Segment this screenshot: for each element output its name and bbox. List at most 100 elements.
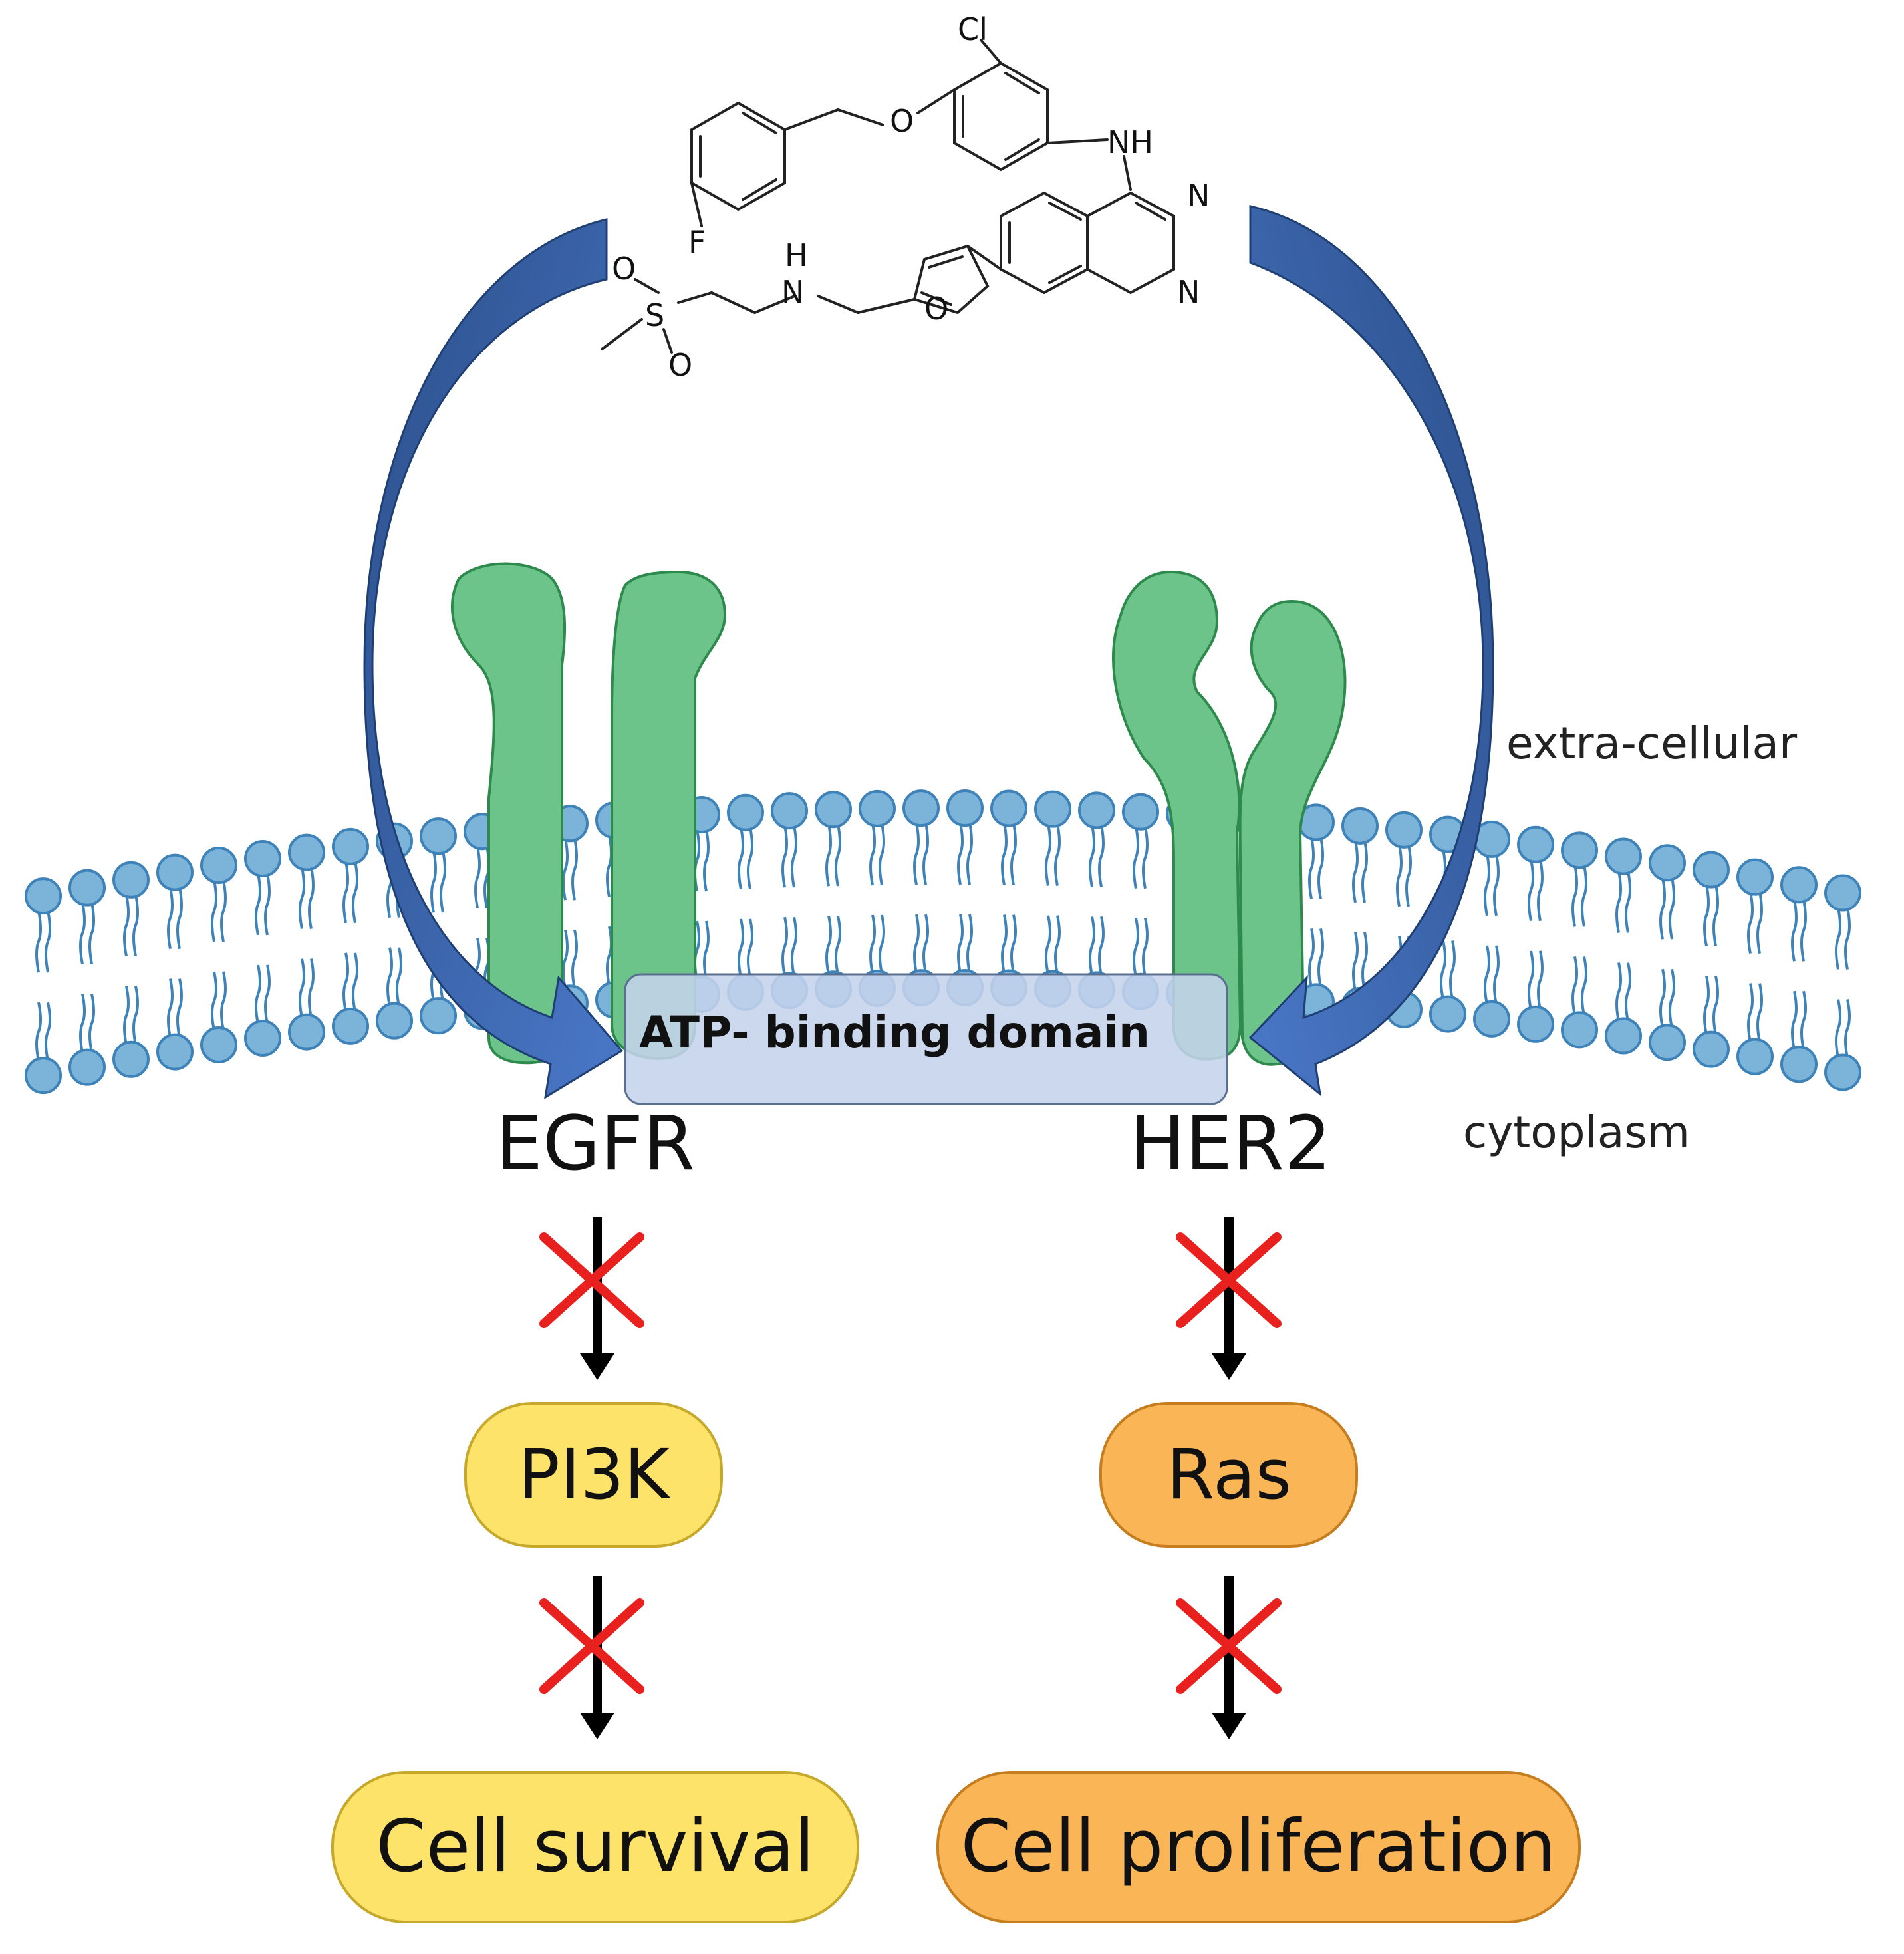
lipid-tail <box>1089 825 1095 887</box>
lipid-tail <box>79 902 86 965</box>
lipid-head <box>288 1013 325 1051</box>
lipid-tail <box>1001 823 1008 885</box>
extracellular-label: extra-cellular <box>1506 718 1798 769</box>
lipid-tail <box>1054 915 1061 975</box>
atp-binding-domain-box <box>624 973 1228 1105</box>
atom-o-furan: O <box>924 291 948 327</box>
lipid-tail <box>352 861 358 924</box>
lipid-tail <box>264 873 271 936</box>
lipid-head <box>1517 1005 1554 1043</box>
lipid-tail <box>1528 859 1534 922</box>
atom-nh: NH <box>1107 124 1153 160</box>
lipid-tail <box>255 964 261 1024</box>
chlorophenyl-ring <box>953 61 1049 172</box>
lipid-tail <box>703 829 710 892</box>
atom-o-sulfonyl-top: O <box>612 251 636 287</box>
lipid-head <box>1034 790 1071 828</box>
lipid-head <box>815 791 852 829</box>
lipid-tail <box>1045 915 1051 975</box>
lipid-tail <box>1001 914 1008 974</box>
pyrimidine-ring <box>1086 191 1175 295</box>
lipid-tail <box>1098 916 1105 976</box>
lipid-tail <box>167 887 174 949</box>
atom-n-amine: N <box>781 274 804 310</box>
her2-left-chain <box>1111 570 1242 1061</box>
lipid-tail <box>825 823 832 887</box>
lipid-tail <box>308 958 315 1018</box>
her2-inhibition-x <box>1176 1232 1282 1328</box>
lipid-tail <box>211 879 217 942</box>
lipid-tail <box>1537 859 1544 922</box>
lipid-tail <box>1317 836 1324 899</box>
cell-proliferation-label: Cell proliferation <box>961 1805 1556 1888</box>
lipid-head <box>946 789 984 827</box>
lipid-tail <box>869 914 876 974</box>
lipid-tail <box>1615 962 1622 1022</box>
lipid-tail <box>1142 918 1149 978</box>
pi3k-label: PI3K <box>518 1434 672 1515</box>
lipid-tail <box>1835 999 1841 1058</box>
lipid-head <box>1429 995 1466 1033</box>
lipid-tail <box>869 823 876 886</box>
lipid-tail <box>1405 844 1412 907</box>
lipid-head <box>1693 1030 1730 1068</box>
lipid-tail <box>1625 871 1631 933</box>
lipid-tail <box>1791 990 1798 1050</box>
lipid-tail <box>1844 999 1851 1058</box>
lipid-tail <box>835 915 841 975</box>
lipid-tail <box>299 958 305 1018</box>
lipid-head <box>420 997 457 1035</box>
lipid-head <box>1605 837 1642 875</box>
lipid-tail <box>966 822 973 885</box>
lipid-tail <box>747 827 753 890</box>
lipid-tail <box>1712 976 1719 1036</box>
lipid-head <box>200 846 237 884</box>
lipid-tail <box>1625 962 1631 1022</box>
right-curved-arrow <box>1248 205 1494 1097</box>
egfr-to-pi3k-arrow <box>580 1217 614 1380</box>
lipid-tail <box>1669 968 1675 1028</box>
lipid-tail <box>1361 840 1368 903</box>
lipid-head <box>156 1033 194 1071</box>
lipid-tail <box>1537 950 1544 1010</box>
lipid-head <box>1649 1024 1686 1061</box>
lipid-tail <box>1045 823 1051 887</box>
lipid-head <box>332 1007 369 1045</box>
lipid-head <box>156 853 194 891</box>
lipid-head <box>68 869 106 907</box>
lipid-tail <box>396 947 402 1007</box>
lipid-tail <box>957 914 964 974</box>
lipid-head <box>244 839 281 877</box>
lipid-tail <box>220 879 227 942</box>
lipid-tail <box>352 952 358 1012</box>
lipid-head <box>1649 844 1686 882</box>
lipid-tail <box>386 947 393 1007</box>
lipid-tail <box>308 867 315 929</box>
lipid-tail <box>791 825 797 888</box>
lipid-tail <box>1308 836 1315 899</box>
lipid-head <box>1078 791 1115 829</box>
lipid-head <box>1736 1038 1774 1075</box>
lipid-tail <box>879 914 885 974</box>
lipid-tail <box>1317 928 1324 988</box>
benzo-ring <box>1000 191 1089 295</box>
lipid-head <box>25 1057 62 1095</box>
lipid-tail <box>1142 826 1149 889</box>
lipid-tail <box>1571 956 1578 1016</box>
lipid-tail <box>1440 940 1446 1000</box>
lipid-tail <box>1615 871 1622 933</box>
lipid-head <box>112 861 150 899</box>
lipid-tail <box>1800 899 1807 962</box>
furan-ring <box>912 244 990 315</box>
lipid-tail <box>879 823 885 886</box>
lipid-tail <box>45 1002 51 1061</box>
atom-f: F <box>688 224 706 260</box>
lipid-tail <box>1581 956 1587 1016</box>
lipid-head <box>1561 1011 1598 1049</box>
lipid-tail <box>440 850 446 913</box>
lipid-tail <box>1449 940 1456 1000</box>
lipid-tail <box>1703 976 1710 1036</box>
lipid-tail <box>1791 899 1798 962</box>
lipid-head <box>244 1019 281 1057</box>
